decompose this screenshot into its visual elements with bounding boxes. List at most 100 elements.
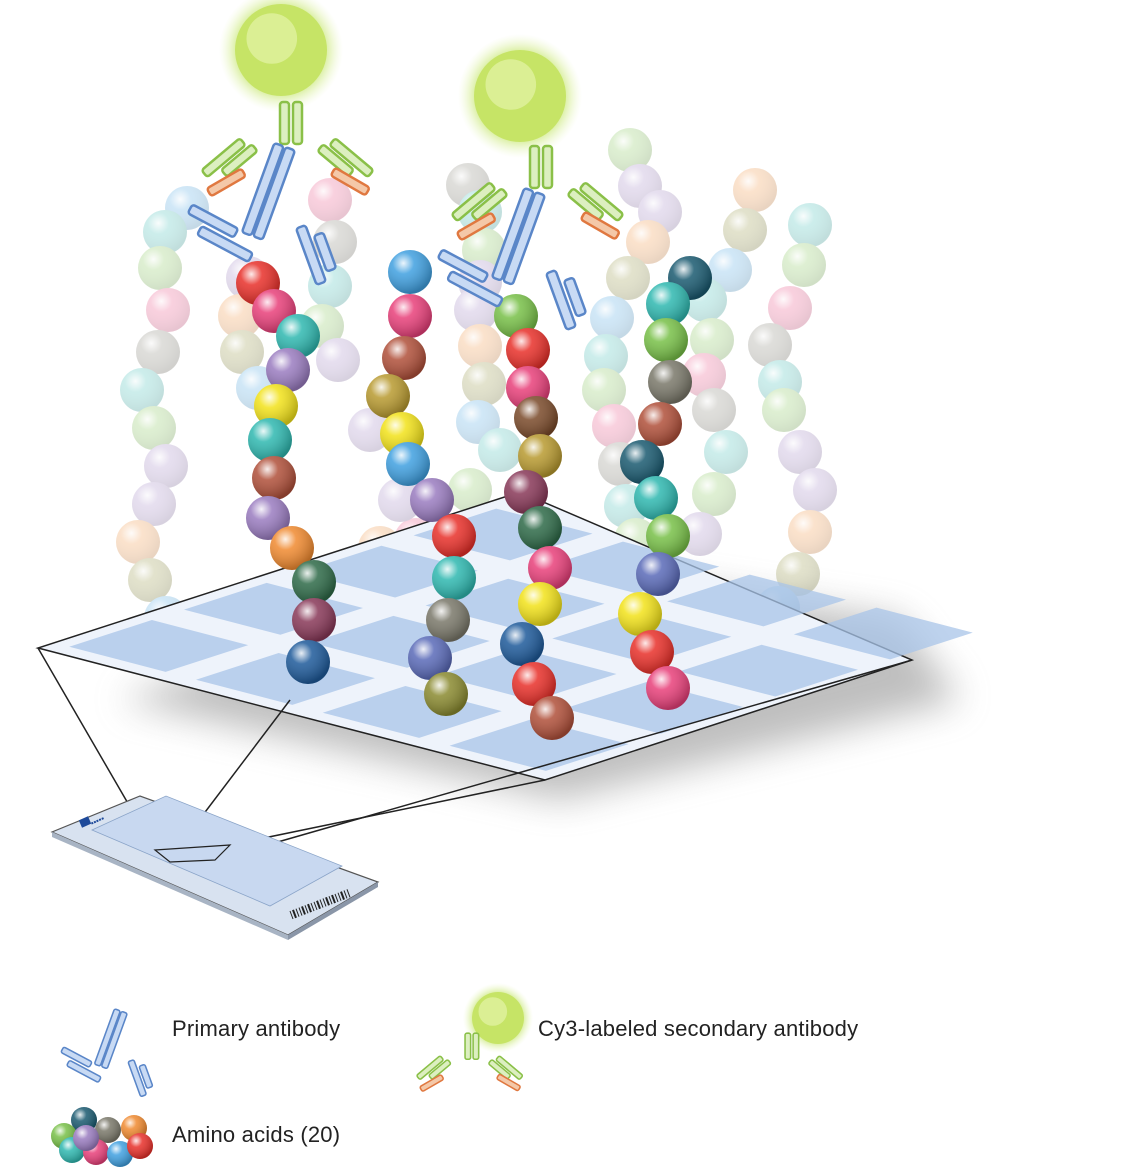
barcode-bar bbox=[304, 905, 309, 914]
zoom-lines bbox=[37, 647, 913, 861]
faded-amino-acid-bead bbox=[708, 248, 752, 292]
amino-acid-bead bbox=[292, 598, 336, 642]
faded-amino-acid-bead bbox=[626, 220, 670, 264]
faded-amino-acid-bead bbox=[606, 256, 650, 300]
amino-acid-bead bbox=[266, 348, 310, 392]
amino-acid-bead bbox=[432, 556, 476, 600]
faded-amino-acid-bead bbox=[584, 334, 628, 378]
amino-acid-bead bbox=[286, 640, 330, 684]
faded-amino-acid-bead bbox=[146, 288, 190, 332]
array-spot bbox=[449, 719, 629, 771]
faded-amino-acid-bead bbox=[793, 468, 837, 512]
array-spot bbox=[793, 607, 973, 660]
amino-acid-bead bbox=[630, 630, 674, 674]
faded-amino-acid-bead bbox=[218, 294, 262, 338]
barcode-bar bbox=[310, 902, 315, 912]
amino-acid-bead bbox=[506, 328, 550, 372]
legend-secondary-antibody-label: Cy3-labeled secondary antibody bbox=[538, 1016, 859, 1041]
faded-amino-acid-bead bbox=[143, 210, 187, 254]
amino-acid-bead bbox=[638, 402, 682, 446]
legend-secondary-antibody-icon bbox=[416, 1032, 524, 1092]
legend-amino-acid-bead bbox=[127, 1133, 153, 1159]
primary-antibody bbox=[187, 142, 337, 286]
barcode-bar bbox=[340, 891, 345, 900]
faded-amino-acid-bead bbox=[748, 323, 792, 367]
faded-amino-acid-bead bbox=[462, 228, 506, 272]
amino-acid-bead bbox=[426, 598, 470, 642]
faded-amino-acid-bead bbox=[692, 472, 736, 516]
amino-acid-bead bbox=[518, 582, 562, 626]
faded-amino-acid-bead bbox=[782, 243, 826, 287]
barcode-bar bbox=[322, 898, 327, 907]
barcode-bar bbox=[331, 894, 336, 904]
legend-amino-acid-bead bbox=[95, 1117, 121, 1143]
faded-amino-acid-bead bbox=[690, 318, 734, 362]
amino-acid-bead bbox=[254, 384, 298, 428]
microarray-slide: ▪▪▪▪▪ bbox=[50, 795, 380, 940]
amino-acid-bead bbox=[646, 666, 690, 710]
amino-acid-bead bbox=[386, 442, 430, 486]
faded-amino-acid-bead bbox=[582, 368, 626, 412]
faded-amino-acid-bead bbox=[348, 408, 392, 452]
faded-amino-acid-bead bbox=[608, 128, 652, 172]
amino-acid-bead bbox=[408, 636, 452, 680]
array-spot bbox=[667, 574, 847, 627]
faded-amino-acid-bead bbox=[116, 520, 160, 564]
amino-acid-bead bbox=[424, 672, 468, 716]
amino-acid-bead bbox=[512, 662, 556, 706]
amino-acid-bead bbox=[500, 622, 544, 666]
faded-amino-acid-bead bbox=[762, 388, 806, 432]
barcode-bar bbox=[307, 903, 312, 913]
faded-amino-acid-bead bbox=[704, 430, 748, 474]
array-spot bbox=[196, 653, 375, 705]
barcode-bar bbox=[334, 893, 339, 903]
faded-amino-acid-bead bbox=[682, 353, 726, 397]
amino-acid-bead bbox=[388, 250, 432, 294]
faded-amino-acid-bead bbox=[462, 362, 506, 406]
faded-amino-acid-bead bbox=[448, 468, 492, 512]
amino-acid-bead bbox=[646, 282, 690, 326]
secondary-antibody bbox=[451, 144, 624, 241]
barcode-bar bbox=[295, 908, 300, 917]
amino-acid-bead bbox=[504, 470, 548, 514]
amino-acid-bead bbox=[366, 374, 410, 418]
array-spot bbox=[679, 644, 859, 697]
faded-amino-acid-bead bbox=[678, 512, 722, 556]
faded-amino-acid-bead bbox=[723, 208, 767, 252]
barcode-bar bbox=[328, 896, 333, 905]
faded-amino-acid-bead bbox=[144, 444, 188, 488]
faded-amino-acid-bead bbox=[308, 178, 352, 222]
amino-acid-bead bbox=[648, 360, 692, 404]
amino-acid-bead bbox=[620, 440, 664, 484]
faded-amino-acid-bead bbox=[788, 203, 832, 247]
faded-amino-acid-bead bbox=[378, 478, 422, 522]
barcode-bar bbox=[319, 899, 324, 908]
barcode-bar bbox=[313, 901, 318, 911]
array-spot bbox=[322, 686, 502, 738]
barcode-bar bbox=[289, 910, 294, 920]
amino-acid-bead bbox=[528, 546, 572, 590]
faded-amino-acid-bead bbox=[733, 168, 777, 212]
cy3-fluorophore bbox=[457, 33, 583, 159]
faded-amino-acid-bead bbox=[220, 330, 264, 374]
amino-acid-bead bbox=[292, 560, 336, 604]
faded-amino-acid-bead bbox=[768, 286, 812, 330]
faded-amino-acid-bead bbox=[132, 406, 176, 450]
antibody-complexes bbox=[187, 0, 624, 331]
amino-acid-bead bbox=[518, 506, 562, 550]
legend-primary-antibody-label: Primary antibody bbox=[172, 1016, 341, 1041]
faded-amino-acid-bead bbox=[692, 388, 736, 432]
legend-amino-acid-bead bbox=[73, 1125, 99, 1151]
amino-acid-bead bbox=[644, 318, 688, 362]
primary-antibody bbox=[437, 187, 587, 331]
faded-amino-acid-bead bbox=[138, 246, 182, 290]
faded-amino-acid-bead bbox=[788, 510, 832, 554]
amino-acid-bead bbox=[248, 418, 292, 462]
barcode-bar bbox=[301, 906, 306, 915]
barcode-bar bbox=[292, 909, 297, 919]
secondary-antibody bbox=[201, 100, 374, 197]
slide-logo-icon: ▪▪▪▪▪ bbox=[78, 814, 106, 828]
faded-amino-acid-bead bbox=[778, 430, 822, 474]
amino-acid-bead bbox=[634, 476, 678, 520]
barcode-bar bbox=[316, 900, 321, 910]
